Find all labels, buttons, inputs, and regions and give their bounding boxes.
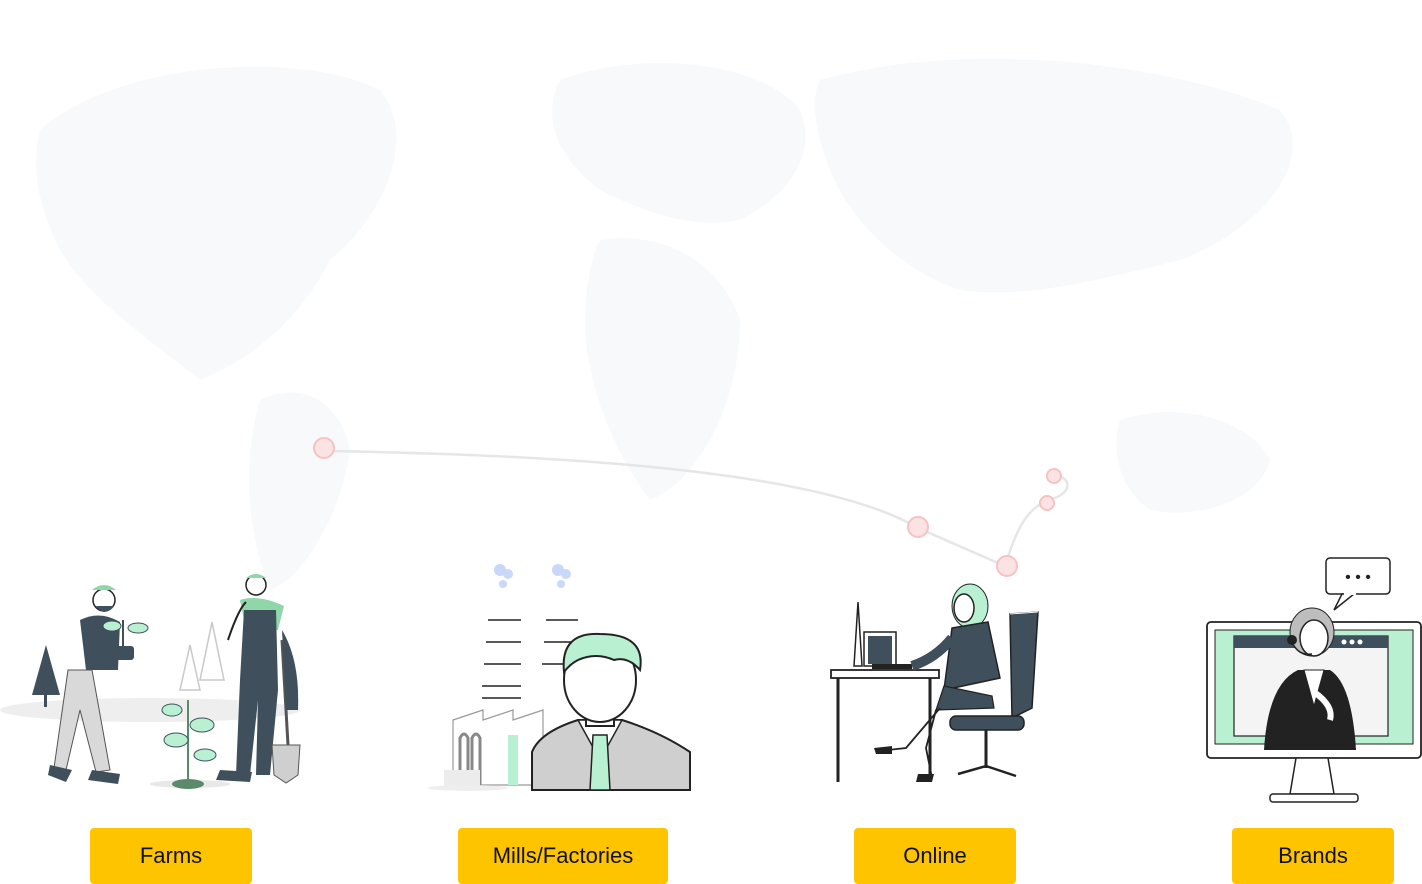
route-pin <box>996 555 1018 577</box>
stage-label-online[interactable]: Online <box>854 828 1016 884</box>
route-pin <box>1046 468 1062 484</box>
office-worker-computer-icon <box>830 583 1039 782</box>
route-pin <box>1039 495 1055 511</box>
farmers-planting-icon <box>0 574 301 789</box>
stage-label-farms[interactable]: Farms <box>90 828 252 884</box>
stage-label-mills-factories[interactable]: Mills/Factories <box>458 828 668 884</box>
route-pin <box>907 516 929 538</box>
world-map-background <box>0 0 1422 600</box>
speech-bubble-dots: • • • <box>1345 569 1371 586</box>
factory-manager-icon <box>428 564 691 791</box>
route-line <box>329 449 1069 568</box>
customer-support-monitor-icon: • • • <box>1206 557 1422 803</box>
stage-label-brands[interactable]: Brands <box>1232 828 1394 884</box>
route-pin <box>313 437 335 459</box>
